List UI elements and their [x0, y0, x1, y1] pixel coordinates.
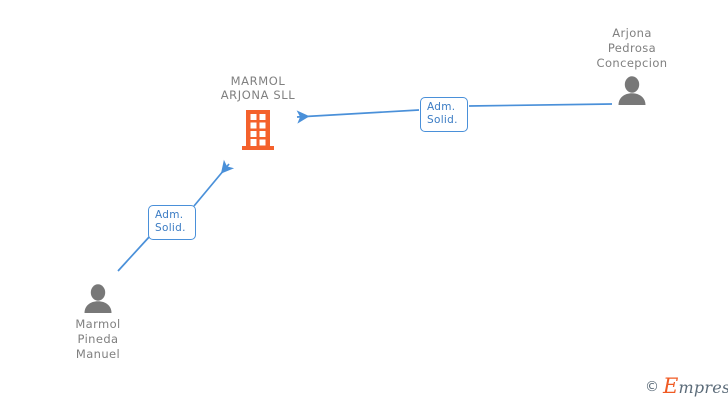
person-name-label: Marmol Pineda Manuel	[75, 317, 121, 361]
person-name-label: Arjona Pedrosa Concepcion	[596, 26, 668, 70]
person-node-marmol-pineda-manuel[interactable]: Marmol Pineda Manuel	[33, 284, 163, 362]
brand-rest: mpresia	[678, 378, 728, 397]
watermark: © Empresia	[645, 376, 728, 397]
edge-marmol-pineda-manuel	[117, 159, 235, 272]
company-node[interactable]: MARMOL ARJONA SLL	[190, 74, 326, 152]
brand-initial: E	[663, 374, 679, 398]
person-node-arjona-pedrosa-concepcion[interactable]: Arjona Pedrosa Concepcion	[567, 26, 697, 105]
office-building-icon	[190, 108, 326, 152]
company-name-label: MARMOL ARJONA SLL	[220, 74, 296, 102]
person-silhouette-icon	[567, 76, 697, 105]
person-silhouette-icon	[33, 284, 163, 313]
relation-label-marmol-pineda-manuel[interactable]: Adm. Solid.	[148, 205, 196, 240]
edge-arjona-pedrosa-concepcion	[296, 103, 613, 124]
relation-label-arjona-pedrosa-concepcion[interactable]: Adm. Solid.	[420, 97, 468, 132]
copyright-icon: ©	[645, 378, 659, 395]
brand-name: Empresia	[663, 376, 728, 397]
